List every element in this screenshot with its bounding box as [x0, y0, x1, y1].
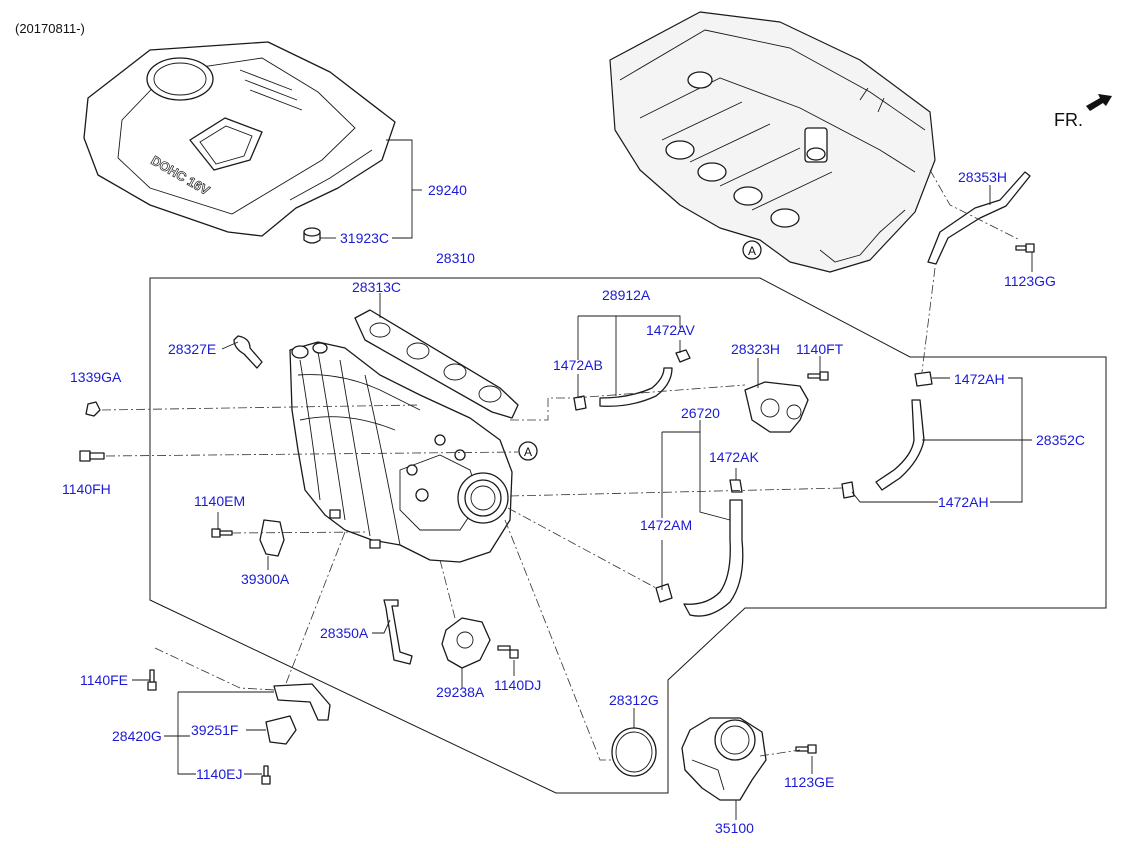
clamp-1472ah-top [914, 371, 933, 387]
label-1123GE: 1123GE [784, 774, 834, 790]
front-direction-indicator: FR. [1054, 94, 1112, 130]
label-28310: 28310 [436, 250, 475, 266]
label-1140DJ: 1140DJ [494, 677, 541, 693]
label-26720: 26720 [681, 405, 720, 421]
svg-text:A: A [748, 244, 756, 258]
label-28313C: 28313C [352, 279, 401, 295]
clamp-1472av [675, 349, 691, 363]
front-arrow-icon [1086, 94, 1112, 111]
label-1140EJ: 1140EJ [196, 766, 242, 782]
label-28353H: 28353H [958, 169, 1007, 185]
label-28420G: 28420G [112, 728, 162, 744]
label-28312G: 28312G [609, 692, 659, 708]
bolt-1140fh [79, 450, 105, 462]
label-28327E: 28327E [168, 341, 216, 357]
bolt-1123ge [795, 744, 817, 754]
label-1472AV: 1472AV [646, 322, 695, 338]
engine-cover: DOHC 16V [83, 41, 396, 237]
part-labels: 29240 31923C 28310 28313C 28327E 1339GA … [62, 169, 1085, 836]
bracket-28420g [273, 683, 331, 721]
label-39251F: 39251F [191, 722, 238, 738]
label-1140EM: 1140EM [194, 493, 245, 509]
label-1472AK: 1472AK [709, 449, 759, 465]
front-direction-label: FR. [1054, 110, 1083, 130]
label-31923C: 31923C [340, 230, 389, 246]
label-28352C: 28352C [1036, 432, 1085, 448]
reference-marker-head: A [742, 240, 762, 260]
date-code: (20170811-) [15, 21, 85, 36]
assembly-boundary [149, 277, 1107, 794]
label-28912A: 28912A [602, 287, 651, 303]
cylinder-head [609, 11, 936, 273]
sensor-bracket [265, 715, 297, 745]
label-39300A: 39300A [241, 571, 290, 587]
label-1140FH: 1140FH [62, 481, 111, 497]
bolt-1140em [211, 528, 233, 538]
breather-hose-26720 [683, 499, 744, 617]
nut-1339ga [85, 401, 101, 417]
label-29238A: 29238A [436, 684, 485, 700]
label-35100: 35100 [715, 820, 754, 836]
pcv-valve [744, 381, 809, 433]
pcv-pipe [927, 171, 1031, 265]
cover-grommet [303, 227, 321, 244]
label-1472AH-bottom: 1472AH [938, 494, 989, 510]
label-1140FE: 1140FE [80, 672, 128, 688]
manifold-gasket [354, 309, 519, 419]
map-sensor [259, 519, 285, 557]
throttle-body [681, 717, 767, 801]
label-1472AH-top: 1472AH [954, 371, 1005, 387]
bolt-1140ft [807, 371, 829, 381]
bolt-1123gg [1015, 243, 1035, 253]
label-28323H: 28323H [731, 341, 780, 357]
label-28350A: 28350A [320, 625, 369, 641]
label-1472AM: 1472AM [640, 517, 692, 533]
purge-solenoid [441, 617, 491, 669]
assembly-lines [101, 169, 1021, 761]
pcv-hose-28352c [875, 399, 925, 491]
bolt-1140ej [261, 765, 271, 785]
bolt-1140fe [147, 669, 157, 691]
bolt-1140dj [497, 645, 519, 659]
manifold-throttle-port [457, 472, 509, 524]
intake-manifold [289, 341, 513, 563]
vacuum-hose-28912a [599, 367, 673, 407]
throttle-gasket [611, 727, 657, 777]
clamp-1472am [655, 583, 673, 603]
svg-text:A: A [524, 445, 532, 459]
label-29240: 29240 [428, 182, 467, 198]
vacuum-hose-28350a [383, 599, 413, 665]
label-1123GG: 1123GG [1004, 273, 1056, 289]
clamp-1472ab [573, 395, 587, 411]
label-1140FT: 1140FT [796, 341, 844, 357]
label-1339GA: 1339GA [70, 369, 122, 385]
clamp-1472ah-bottom [841, 481, 855, 499]
reference-marker-manifold: A [518, 441, 538, 461]
breather-hose-small [233, 335, 263, 369]
leader-lines [132, 139, 1033, 820]
clamp-1472ak [729, 479, 743, 493]
label-1472AB: 1472AB [553, 357, 603, 373]
